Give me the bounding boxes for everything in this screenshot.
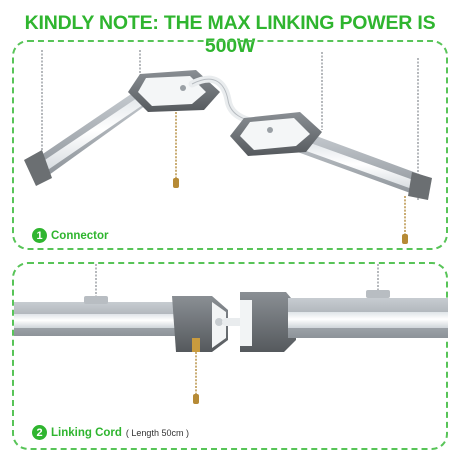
pull-chain-1 <box>173 112 179 188</box>
linking-cord-label: Linking Cord <box>51 426 122 439</box>
end-cap-bottom-left <box>172 296 228 352</box>
cord-length-note: ( Length 50cm ) <box>125 427 189 438</box>
connector-caption: 1 Connector <box>32 228 109 243</box>
fixture-bottom-right <box>288 290 448 338</box>
connector-panel <box>12 40 448 250</box>
pull-chain-2 <box>402 196 408 244</box>
linking-cord-caption: 2 Linking Cord ( Length 50cm ) <box>32 425 189 440</box>
shop-light-fixture-right <box>292 130 432 200</box>
shop-light-fixture-left <box>24 88 156 186</box>
fixture-bottom-left <box>14 296 180 336</box>
step-number-1: 1 <box>32 228 47 243</box>
pull-chain-3 <box>192 338 200 404</box>
linking-cord-panel <box>12 262 448 450</box>
end-cap-right <box>230 112 322 156</box>
step-number-2: 2 <box>32 425 47 440</box>
connector-label: Connector <box>51 229 109 242</box>
end-cap-bottom-right <box>240 292 296 352</box>
